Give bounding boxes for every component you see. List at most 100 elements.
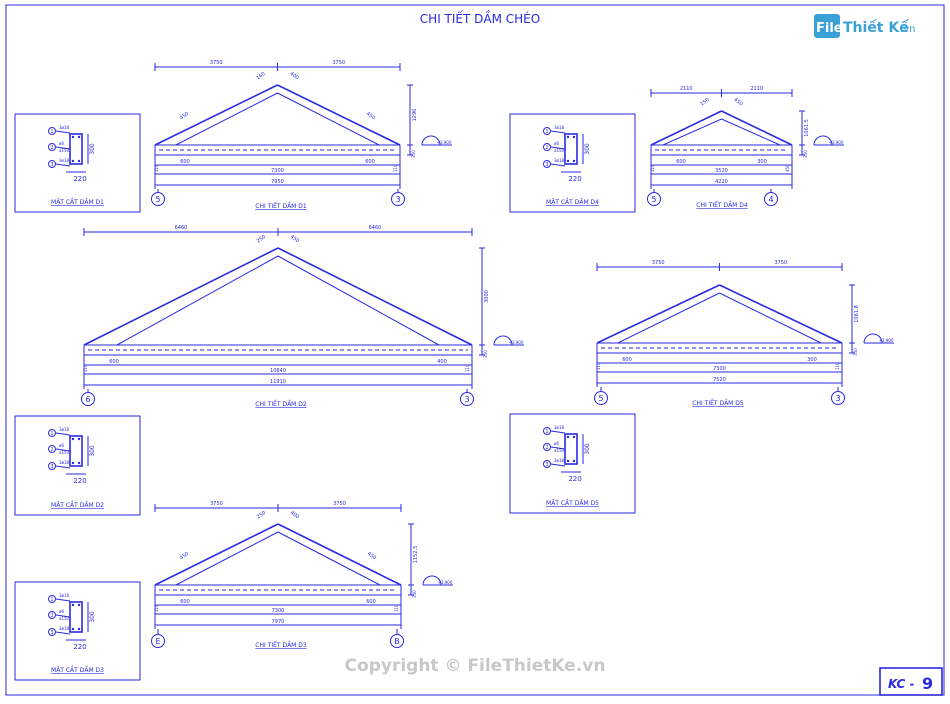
sheet-number-frame xyxy=(879,667,943,696)
edge-right-text: 110 xyxy=(835,362,840,370)
rafter-left-inner xyxy=(617,292,720,344)
bar-spec-1: ø6 xyxy=(554,141,559,146)
bar-spec-2: 3ø18 xyxy=(554,158,565,163)
rebar-dot-2 xyxy=(566,159,570,163)
dim-height-text: 1152.5 xyxy=(413,546,419,564)
dim-overall-text: 11910 xyxy=(270,379,286,385)
rebar-dot-1 xyxy=(572,135,576,139)
logo-text-a: File xyxy=(816,21,843,36)
bar-spec-0: 3ø18 xyxy=(59,427,70,432)
section-beam-outline xyxy=(564,433,578,465)
dim-apex-a-text: 160 xyxy=(255,71,266,81)
axis-right-label: 3 xyxy=(835,394,840,403)
rafter-left-outer xyxy=(650,110,722,146)
dim-apex-b-text: 450 xyxy=(289,234,300,244)
axis-right-circle xyxy=(391,192,405,206)
bar-spec-2: 3ø18 xyxy=(59,626,70,631)
rebar-dot-2 xyxy=(71,461,75,465)
section-frame xyxy=(14,581,141,681)
sheet-border xyxy=(5,4,945,696)
bar-leader-1 xyxy=(55,614,71,618)
axis-left-label: 5 xyxy=(598,394,603,403)
elevation-text: +3.900 xyxy=(509,340,524,345)
bar-leader-1 xyxy=(550,146,566,150)
rebar-dot-3 xyxy=(77,461,81,465)
beam-caption: CHI TIẾT DẦM D1 xyxy=(255,202,307,210)
section-caption: MẶT CẮT DẦM D5 xyxy=(546,499,599,507)
dim-apex-a-text: 250 xyxy=(256,510,267,520)
rebar-dot-0 xyxy=(71,603,75,607)
rafter-left-outer xyxy=(83,247,279,346)
section-width-text: 220 xyxy=(568,475,581,483)
bar-leader-0 xyxy=(550,130,566,134)
edge-right-text: 110 xyxy=(465,364,470,372)
elevation-arc xyxy=(863,333,883,344)
sheet-number-box: KC - 9 xyxy=(879,667,943,696)
section-frame xyxy=(14,415,141,516)
dim-b1-text: 600 xyxy=(622,357,632,363)
section-width-text: 220 xyxy=(73,175,86,183)
rebar-dot-0 xyxy=(71,135,75,139)
bar-mark-circle-2 xyxy=(48,462,56,470)
stirrup-spacing-text: a150 xyxy=(59,450,70,455)
elevation-arc xyxy=(421,135,441,146)
rebar-dot-2 xyxy=(566,459,570,463)
logo: File Thiết Kế .vn xyxy=(814,14,915,38)
bar-leader-0 xyxy=(55,598,71,602)
bar-mark-circle-0 xyxy=(48,127,56,135)
dim-right-text: 3750 xyxy=(774,260,787,266)
elevation-arc xyxy=(493,335,513,346)
dim-apex-a-text: 150 xyxy=(699,97,710,107)
bar-mark-number-2: 3 xyxy=(50,162,53,168)
section-caption: MẶT CẮT DẦM D4 xyxy=(546,198,599,206)
dim-b2-text: 300 xyxy=(757,159,767,165)
bar-mark-number-0: 1 xyxy=(50,129,53,135)
bar-spec-2: 3ø18 xyxy=(59,460,70,465)
edge-right-text: 450 xyxy=(785,164,790,172)
dim-left-text: 6460 xyxy=(175,225,188,231)
drawing-title: CHI TIẾT DẦM CHÉO xyxy=(420,10,540,26)
section-beam-outline xyxy=(564,133,578,165)
edge-left-text: 110 xyxy=(83,364,88,372)
bar-mark-number-1: 2 xyxy=(50,447,53,453)
section-height-text: 300 xyxy=(89,445,96,457)
dim-apex-b-text: 400 xyxy=(289,510,300,520)
dim-side-b-text: 450 xyxy=(365,111,376,121)
bar-mark-number-1: 2 xyxy=(545,445,548,451)
rebar-dot-3 xyxy=(77,627,81,631)
rebar-dot-3 xyxy=(572,459,576,463)
beam-caption: CHI TIẾT DẦM D2 xyxy=(255,400,307,408)
rafter-right-outer xyxy=(721,110,793,146)
dim-left-text: 3750 xyxy=(210,501,223,507)
dim-side-a-text: 450 xyxy=(179,551,190,561)
bar-mark-circle-1 xyxy=(543,143,551,151)
logo-badge xyxy=(814,14,840,38)
dim-right-text: 3750 xyxy=(333,501,346,507)
rafter-left-inner xyxy=(116,255,279,346)
beam-caption: CHI TIẾT DẦM D4 xyxy=(696,201,748,209)
bar-mark-circle-0 xyxy=(48,595,56,603)
dim-total-text: 10840 xyxy=(270,368,286,374)
bar-mark-circle-0 xyxy=(543,127,551,135)
bar-spec-0: 3ø18 xyxy=(554,125,565,130)
elevation-text: +3.900 xyxy=(879,338,894,343)
rafter-right-inner xyxy=(277,531,381,586)
rafter-left-inner xyxy=(662,118,722,146)
dim-left-text: 3750 xyxy=(210,60,223,66)
rebar-dot-1 xyxy=(77,437,81,441)
axis-right-label: 4 xyxy=(768,195,773,204)
bar-spec-2: 3ø18 xyxy=(554,458,565,463)
section-frame xyxy=(509,413,636,514)
dim-b2-text: 300 xyxy=(807,357,817,363)
dim-apex-b-text: 400 xyxy=(288,71,299,81)
dim-overall-text: 4220 xyxy=(715,179,728,185)
bar-mark-circle-0 xyxy=(48,429,56,437)
elevation-arc xyxy=(813,135,833,146)
dim-right-text: 2110 xyxy=(750,86,763,92)
bar-leader-2 xyxy=(550,163,566,167)
